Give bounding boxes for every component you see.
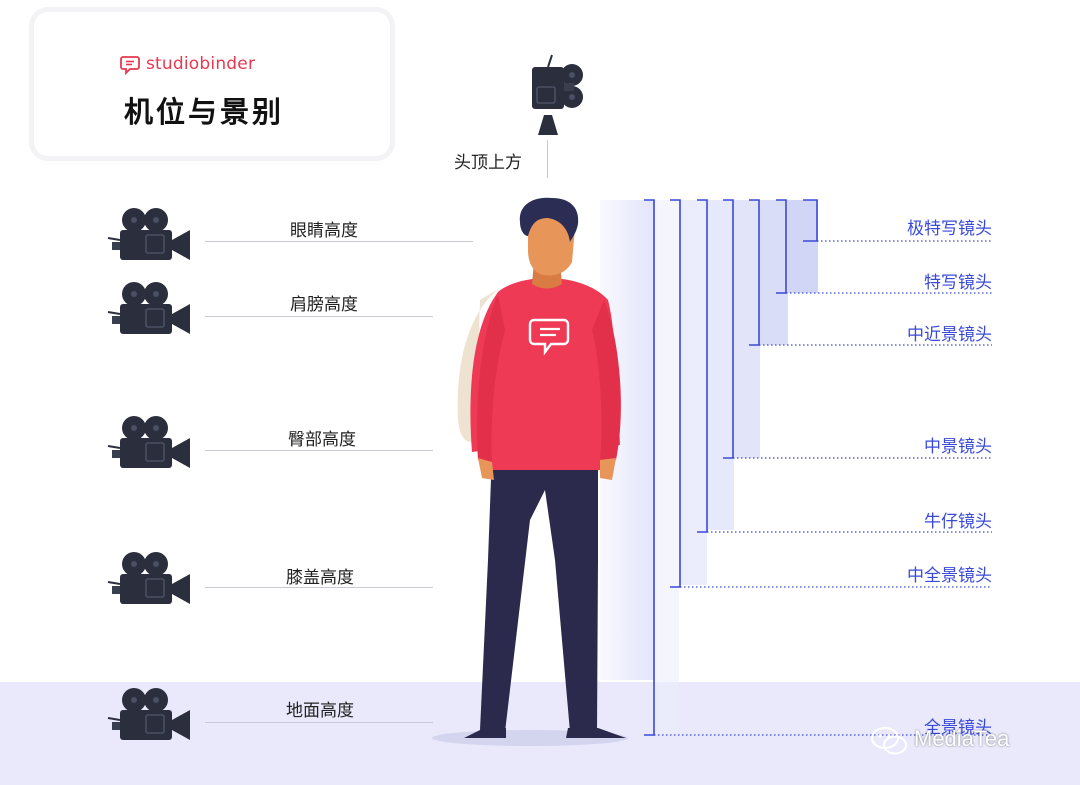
hand-right (600, 458, 616, 480)
overhead-camera-icon (532, 54, 583, 135)
person-figure (432, 197, 628, 746)
camera-row-1 (106, 202, 196, 262)
brand-logo: studiobinder (120, 54, 256, 75)
shot-size-label: 中全景镜头 (907, 566, 992, 586)
camera-row-4 (106, 546, 196, 606)
arm-left (476, 295, 505, 462)
shot-brackets (644, 199, 818, 736)
shot-size-label: 牛仔镜头 (924, 512, 992, 532)
shot-size-label: 中近景镜头 (907, 325, 992, 345)
shot-size-label: 中景镜头 (924, 437, 992, 457)
movie-camera-icon (107, 688, 190, 740)
camera-leader-line (205, 722, 433, 723)
shot-leader-lines (654, 240, 992, 736)
camera-height-label: 臀部高度 (288, 430, 356, 450)
shot-size-label: 特写镜头 (924, 273, 992, 293)
bracket-extreme-close-up (803, 199, 818, 242)
arm-right (592, 300, 621, 462)
sweater (470, 278, 620, 470)
bracket-close-up (776, 199, 787, 294)
shoe-right (566, 728, 626, 738)
overhead-leader-line (547, 140, 548, 178)
pants (480, 452, 598, 732)
camera-leader-line (205, 450, 433, 451)
speech-bubble-icon (120, 56, 140, 75)
shot-size-label: 全景镜头 (924, 718, 992, 738)
chat-logo-icon (528, 318, 570, 356)
wechat-icon (871, 727, 907, 755)
bracket-medium-close-up (749, 199, 760, 346)
shoe-left (464, 728, 506, 738)
movie-camera-icon (107, 552, 190, 604)
movie-camera-icon (107, 208, 190, 260)
bracket-medium-shot (723, 199, 734, 459)
movie-camera-icon (107, 282, 190, 334)
camera-height-label: 肩膀高度 (290, 295, 358, 315)
shot-size-label: 极特写镜头 (907, 219, 992, 239)
tote-bag (457, 288, 500, 442)
hand-left (478, 458, 494, 480)
camera-height-label-overhead: 头顶上方 (454, 153, 522, 173)
camera-height-label: 膝盖高度 (286, 568, 354, 588)
watermark-text: MediaTea (914, 726, 1010, 751)
title-card: studiobinder 机位与景别 (34, 12, 390, 156)
bracket-medium-full-shot (670, 199, 681, 588)
movie-camera-icon (107, 416, 190, 468)
brand-name: studiobinder (146, 54, 256, 74)
camera-leader-line (205, 316, 433, 317)
shot-frame-fills (655, 200, 818, 735)
camera-row-3 (106, 410, 196, 470)
bracket-cowboy-shot (697, 199, 708, 533)
camera-row-2 (106, 276, 196, 336)
hair (519, 197, 579, 242)
camera-leader-line (205, 241, 473, 242)
page-title: 机位与景别 (124, 95, 285, 129)
camera-height-label: 地面高度 (286, 701, 354, 721)
camera-leader-line (205, 587, 433, 588)
camera-height-label: 眼睛高度 (290, 221, 358, 241)
camera-row-5 (106, 682, 196, 742)
bracket-full-shot (644, 199, 655, 736)
